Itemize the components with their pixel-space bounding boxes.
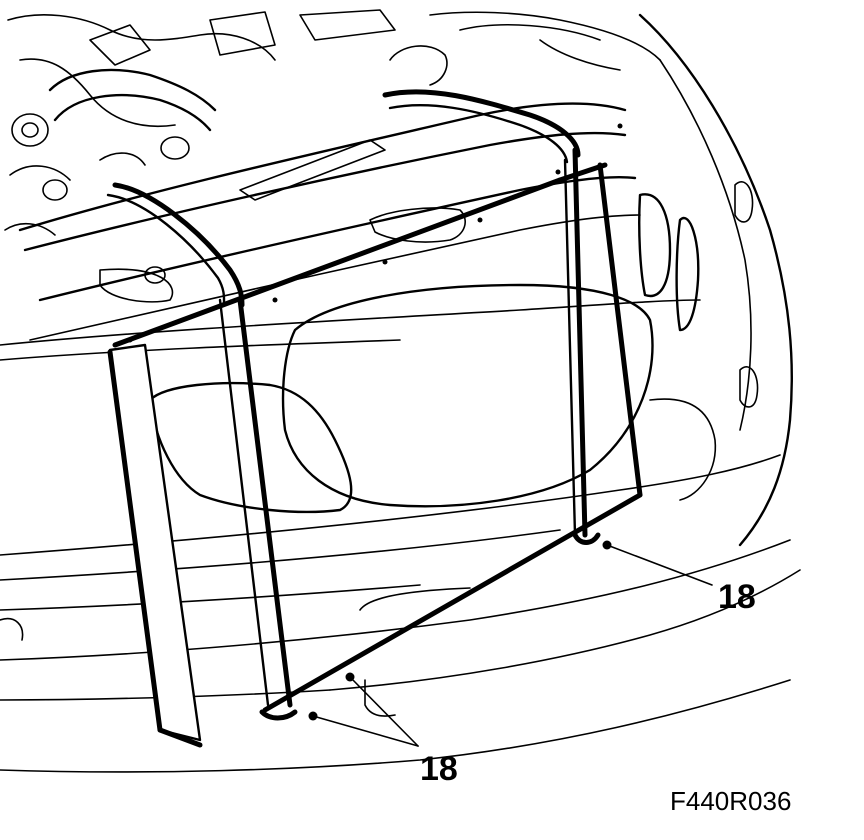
protective-frame — [106, 89, 643, 748]
radiator-support — [18, 102, 641, 343]
callout-leaders — [308, 540, 713, 747]
front-bumper — [0, 13, 801, 773]
callout-number-bottom: 18 — [420, 750, 458, 788]
callout-number-right: 18 — [718, 578, 756, 616]
figure-code: F440R036 — [670, 786, 791, 816]
engine-bay — [4, 9, 661, 236]
